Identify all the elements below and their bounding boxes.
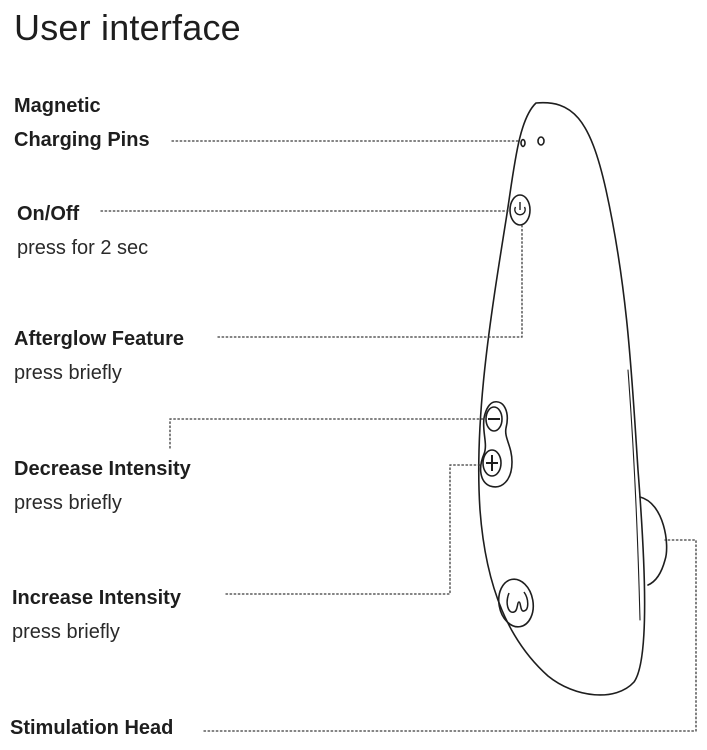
page-title: User interface [14, 7, 241, 48]
leader-afterglow [217, 225, 523, 338]
stimulation-head-label: Stimulation Head [10, 717, 174, 739]
minus-button [485, 406, 503, 432]
power-icon [514, 202, 526, 216]
charging-pins-label-line1: Magnetic [14, 95, 101, 117]
increase-intensity-label: Increase Intensity [12, 587, 181, 609]
plus-button [482, 449, 502, 477]
leader-increase [225, 464, 483, 595]
plus-icon [486, 455, 498, 471]
charging-pin-left [520, 138, 526, 148]
decrease-intensity-description: press briefly [14, 492, 122, 514]
leader-stimulation-head [203, 539, 697, 732]
brand-logo-button [497, 578, 535, 628]
charging-pin-right [537, 136, 545, 146]
stimulation-head [639, 496, 668, 586]
afterglow-label: Afterglow Feature [14, 328, 185, 350]
decrease-intensity-label: Decrease Intensity [14, 458, 191, 480]
power-button [509, 194, 531, 226]
afterglow-description: press briefly [14, 362, 122, 384]
device-seam [627, 369, 641, 621]
leader-decrease [169, 418, 486, 449]
on-off-label: On/Off [17, 203, 80, 225]
device-body [477, 101, 646, 696]
charging-pins-label-line2: Charging Pins [14, 129, 150, 151]
on-off-description: press for 2 sec [17, 237, 149, 259]
intensity-button-pod [479, 401, 513, 488]
brand-logo-icon [506, 591, 529, 613]
increase-intensity-description: press briefly [12, 621, 120, 643]
